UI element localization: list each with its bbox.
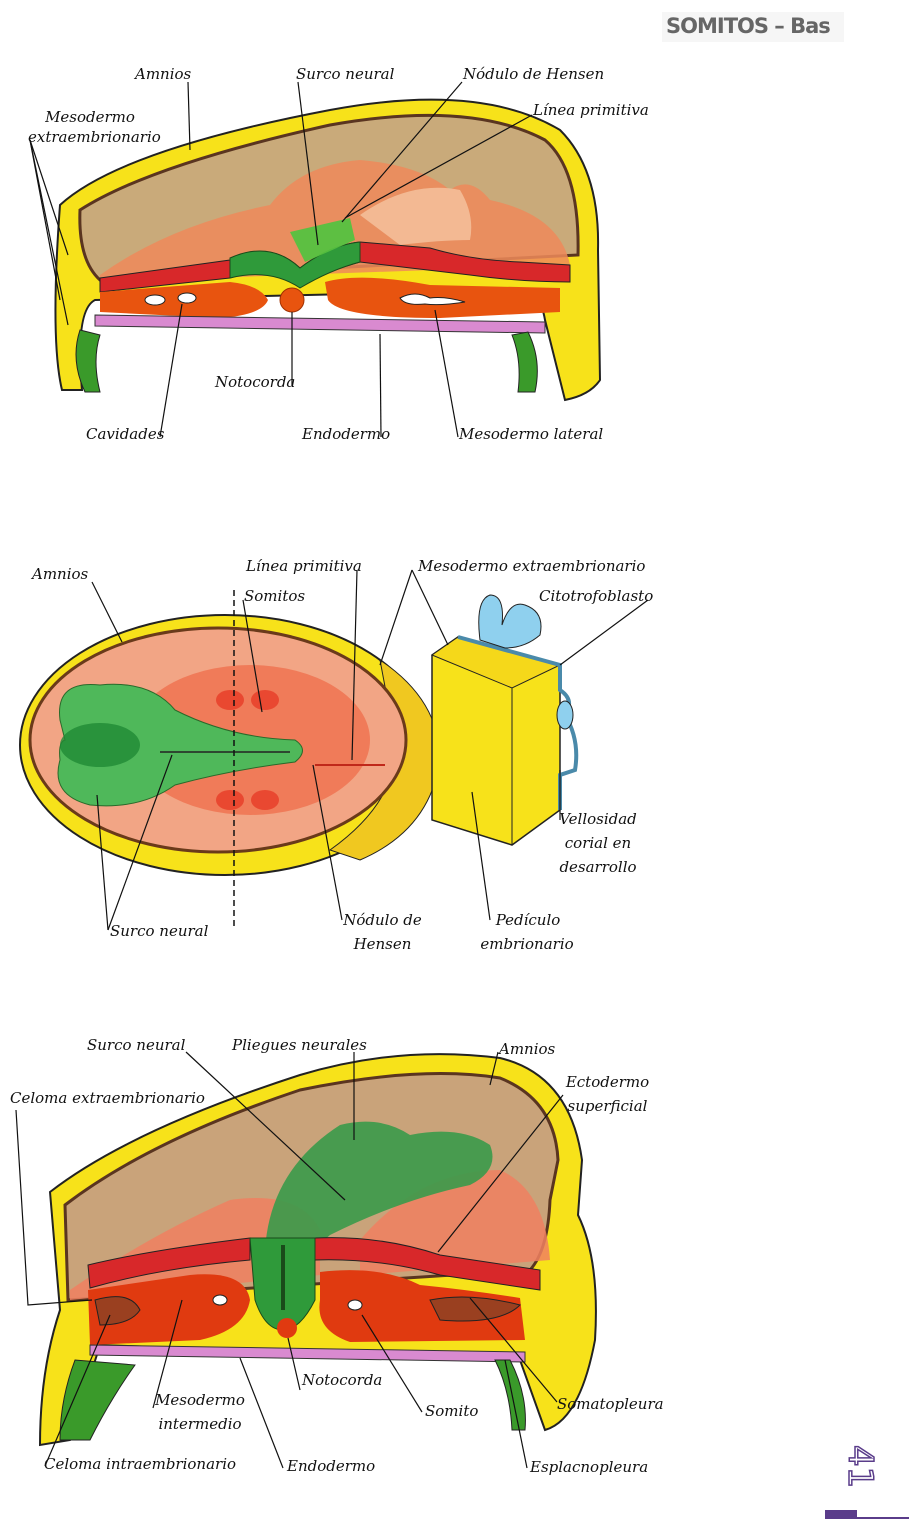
fig3-label-celoma-intra: Celoma intraembrionario [44, 1455, 237, 1473]
fig1-label-surco-neural: Surco neural [296, 65, 395, 83]
fig1-label-endodermo: Endodermo [302, 425, 391, 443]
page-number: 41 [839, 1444, 881, 1489]
fig3-label-pliegues-neurales: Pliegues neurales [232, 1036, 367, 1054]
fig2-chorionic-villus [478, 594, 542, 649]
fig2-chorionic-villus-small [556, 700, 574, 730]
fig2-label-amnios: Amnios [32, 565, 89, 583]
fig2-label-mesodermo-extra: Mesodermo extraembrionario [418, 557, 646, 575]
fig1-primitive-node-area [290, 218, 355, 262]
fig3-leader-lines [15, 1051, 564, 1469]
fig1-cavity [177, 292, 197, 304]
figure-3-cross-section [15, 1051, 597, 1469]
fig2-neural-plate [57, 683, 303, 807]
page-footer-bar [825, 1510, 909, 1519]
fig1-label-nodulo-hensen: Nódulo de Hensen [463, 65, 605, 83]
fig3-splanchnopleure-right [494, 1359, 526, 1431]
fig2-label-pediculo-2: embrionario [480, 935, 574, 953]
fig2-label-somitos: Somitos [244, 587, 306, 605]
fig3-label-ectodermo-2: superficial [567, 1097, 648, 1115]
fig3-label-somito: Somito [425, 1402, 479, 1420]
fig2-label-nodulo-1: Nódulo de [343, 911, 422, 929]
fig3-label-esplacnopleura: Esplacnopleura [530, 1458, 649, 1476]
fig3-intraembryonic-coelom-right [429, 1296, 521, 1322]
fig3-splanchnopleure-left [59, 1359, 136, 1441]
fig3-label-somatopleura: Somatopleura [557, 1395, 664, 1413]
fig3-mesoderm-left [88, 1274, 250, 1345]
fig3-label-celoma-extra: Celoma extraembrionario [10, 1089, 205, 1107]
fig3-notochord [277, 1318, 297, 1338]
fig2-somites [216, 690, 279, 810]
fig1-label-mesodermo-lateral: Mesodermo lateral [459, 425, 604, 443]
fig2-label-pediculo-1: Pedículo [495, 911, 561, 929]
fig2-label-linea-primitiva: Línea primitiva [246, 557, 362, 575]
fig3-mesoderm-right [319, 1270, 525, 1342]
fig3-label-endodermo: Endodermo [287, 1457, 376, 1475]
fig1-yolk-sac-right [511, 331, 538, 393]
figure-1-cross-section [29, 81, 602, 438]
fig1-label-cavidades: Cavidades [86, 425, 165, 443]
fig3-label-amnios: Amnios [499, 1040, 556, 1058]
fig2-label-citotrofoblasto: Citotrofoblasto [539, 587, 654, 605]
page-header-title: SOMITOS – Bas [662, 12, 844, 42]
fig2-label-surco-neural: Surco neural [110, 922, 209, 940]
fig1-yolk-sac-left [75, 329, 101, 393]
fig1-label-mesodermo-extra-1: Mesodermo [45, 108, 135, 126]
fig1-label-amnios: Amnios [135, 65, 192, 83]
fig1-neural-plate [229, 241, 361, 289]
fig3-label-ectodermo-1: Ectodermo [565, 1073, 650, 1091]
fig2-label-nodulo-2: Hensen [353, 935, 412, 953]
fig1-cavity [399, 293, 466, 306]
fig3-surface-ectoderm [87, 1237, 251, 1289]
fig1-label-notocorda: Notocorda [215, 373, 296, 391]
fig1-cavity [144, 294, 166, 306]
fig3-somite-cavity [212, 1294, 228, 1306]
figure-2-dorsal-view [19, 569, 649, 931]
fig2-label-vellosidad-3: desarrollo [559, 858, 637, 876]
fig3-label-surco-neural: Surco neural [87, 1036, 186, 1054]
fig3-somite-cavity [347, 1299, 363, 1311]
fig1-label-linea-primitiva: Línea primitiva [533, 101, 649, 119]
fig3-label-mesodermo-int-1: Mesodermo [155, 1391, 245, 1409]
fig3-endoderm [89, 1344, 526, 1363]
fig1-notochord [279, 287, 305, 313]
fig2-label-vellosidad-2: corial en [564, 834, 632, 852]
fig1-endoderm [94, 314, 546, 334]
fig1-leader-lines [29, 81, 533, 438]
fig3-intraembryonic-coelom-left [94, 1296, 141, 1326]
fig2-leader-lines [91, 569, 649, 931]
fig3-label-mesodermo-int-2: intermedio [158, 1415, 242, 1433]
fig3-label-notocorda: Notocorda [302, 1371, 383, 1389]
fig1-label-mesodermo-extra-2: extraembrionario [28, 128, 161, 146]
fig2-label-vellosidad-1: Vellosidad [559, 810, 637, 828]
